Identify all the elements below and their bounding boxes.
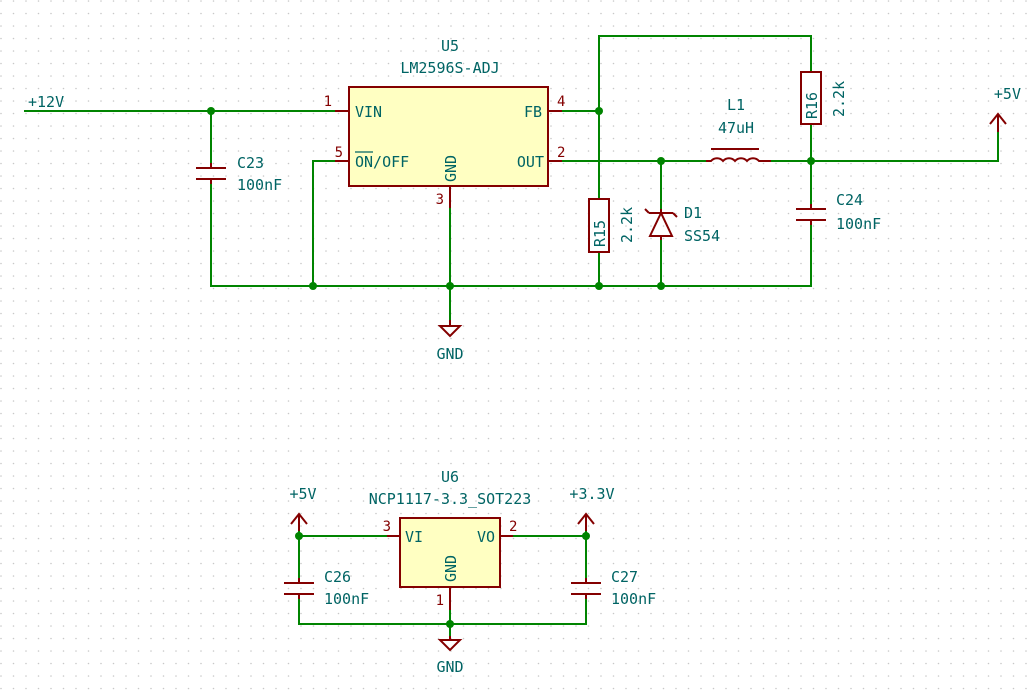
u5-pin-out-name: OUT [517,153,544,171]
c26-capacitor: C26 100nF [284,568,369,608]
net-label-5v-bottom: +5V [289,485,316,503]
u5-pin-vin-name: VIN [355,103,382,121]
c23-ref: C23 [237,154,264,172]
u5-regulator: U5 LM2596S-ADJ VIN 1 ON/OFF 5 FB 4 OUT 2… [324,37,565,208]
u6-regulator: U6 NCP1117-3.3_SOT223 VI 3 VO 2 GND 1 [369,468,532,610]
gnd-symbol-bottom: GND [436,636,464,676]
r15-ref: R15 [591,220,609,247]
l1-ref: L1 [727,96,745,114]
power-flag-5v-top: +5V [989,85,1021,132]
u6-pin-vi-num: 3 [383,519,391,535]
u6-pin-vo-name: VO [477,528,495,546]
d1-diode: D1 SS54 [644,204,720,245]
power-flag-3v3: +3.3V [569,485,615,531]
u5-pin-fb-num: 4 [557,94,565,110]
c23-capacitor: C23 100nF [196,154,282,194]
l1-inductor: L1 47uH [706,96,771,163]
c27-capacitor: C27 100nF [571,568,656,608]
u5-pin-vin-num: 1 [324,94,332,110]
power-flag-5v-bottom: +5V [289,485,317,531]
u6-pin-gnd-name: GND [442,555,460,582]
u5-pin-out-num: 2 [557,145,565,161]
net-label-5v-top: +5V [994,85,1021,103]
d1-value: SS54 [684,227,720,245]
c24-capacitor: C24 100nF [796,191,881,233]
u5-pin-gnd-name: GND [442,155,460,182]
u6-value: NCP1117-3.3_SOT223 [369,490,532,508]
net-label-gnd-top: GND [436,345,463,363]
c27-ref: C27 [611,568,638,586]
r16-ref: R16 [803,92,821,119]
u5-pin-onoff-name: ON/OFF [355,153,409,171]
u5-pin-fb-name: FB [524,103,542,121]
u6-pin-gnd-num: 1 [436,593,444,609]
c24-value: 100nF [836,215,881,233]
u6-pin-vi-name: VI [405,528,423,546]
d1-ref: D1 [684,204,702,222]
u6-ref: U6 [441,468,459,486]
net-label-gnd-bottom: GND [436,658,463,676]
r15-value: 2.2k [618,207,636,243]
l1-value: 47uH [718,119,754,137]
c26-ref: C26 [324,568,351,586]
gnd-symbol-top: GND [436,320,464,363]
r15-resistor: R15 2.2k [588,198,636,253]
u5-pin-gnd-num: 3 [436,192,444,208]
top-junctions [207,107,815,290]
c26-value: 100nF [324,590,369,608]
r16-value: 2.2k [830,81,848,117]
bottom-junctions [295,532,590,628]
u5-value: LM2596S-ADJ [400,59,499,77]
c23-value: 100nF [237,176,282,194]
net-label-12v: +12V [28,93,64,111]
net-label-3v3: +3.3V [569,485,614,503]
u5-pin-onoff-num: 5 [335,145,343,161]
c24-ref: C24 [836,191,863,209]
r16-resistor: R16 2.2k [800,71,848,125]
u5-ref: U5 [441,37,459,55]
c27-value: 100nF [611,590,656,608]
u6-pin-vo-num: 2 [509,519,517,535]
